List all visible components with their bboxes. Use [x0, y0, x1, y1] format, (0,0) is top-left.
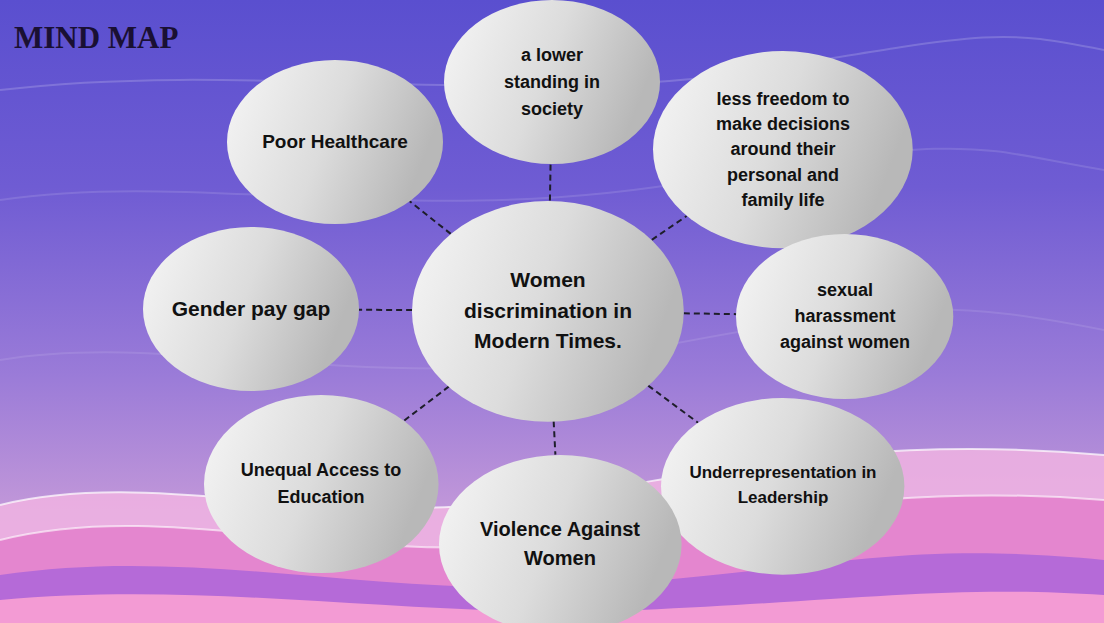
topic-ellipse: a lower standing in society — [444, 0, 660, 164]
dashed-connector — [652, 216, 687, 240]
topic-label: less freedom to make decisions around th… — [703, 87, 863, 213]
text-stack: Underrepresentation in Leadership — [680, 461, 885, 510]
topic-ellipse: Violence Against Women — [439, 455, 682, 623]
topic-ellipse: Gender pay gap — [143, 227, 359, 391]
dashed-connector — [648, 386, 698, 423]
ellipse-shape — [412, 201, 684, 422]
ellipse-shape — [444, 0, 660, 164]
dashed-connector — [549, 164, 552, 201]
text-stack: Poor Healthcare — [262, 129, 408, 156]
diagram-title: MIND MAP — [14, 20, 178, 56]
topic-label: sexual harassment against women — [765, 277, 925, 355]
topic-ellipse: Underrepresentation in Leadership — [661, 398, 904, 575]
dashed-connector — [684, 312, 737, 315]
central-ellipse: Women discrimination in Modern Times. — [412, 201, 684, 422]
ellipse-shape — [661, 398, 904, 575]
dashed-connector — [410, 201, 451, 234]
dashed-connector — [404, 387, 449, 421]
ellipse-shape — [143, 227, 359, 391]
topic-label: Poor Healthcare — [262, 129, 408, 156]
topic-label: Violence Against Women — [460, 515, 660, 573]
topic-label: Unequal Access to Education — [223, 457, 418, 511]
ellipse-shape — [736, 234, 953, 399]
dashed-connector — [359, 309, 412, 311]
ellipse-outline — [661, 398, 904, 575]
ellipse-shape — [439, 455, 682, 623]
text-stack: less freedom to make decisions around th… — [703, 87, 863, 213]
text-stack: Unequal Access to Education — [223, 457, 418, 511]
ellipse-shape — [653, 51, 913, 248]
topic-label: a lower standing in society — [487, 42, 617, 123]
topic-label: Gender pay gap — [172, 294, 331, 323]
central-topic: Women discrimination in Modern Times. — [440, 265, 655, 356]
text-stack: Violence Against Women — [460, 515, 660, 573]
ellipse-shape — [204, 395, 439, 573]
ellipse-outline — [204, 395, 439, 573]
topic-ellipse: Unequal Access to Education — [204, 395, 439, 573]
dashed-connector — [554, 421, 556, 454]
text-stack: Women discrimination in Modern Times. — [440, 265, 655, 356]
text-stack: a lower standing in society — [487, 42, 617, 123]
topic-ellipse: Poor Healthcare — [227, 60, 443, 224]
topic-ellipse: sexual harassment against women — [736, 234, 953, 399]
text-stack: sexual harassment against women — [765, 277, 925, 355]
topic-label: Underrepresentation in Leadership — [680, 461, 885, 510]
ellipse-shape — [227, 60, 443, 224]
topic-ellipse: less freedom to make decisions around th… — [653, 51, 913, 248]
text-stack: Gender pay gap — [172, 294, 331, 323]
